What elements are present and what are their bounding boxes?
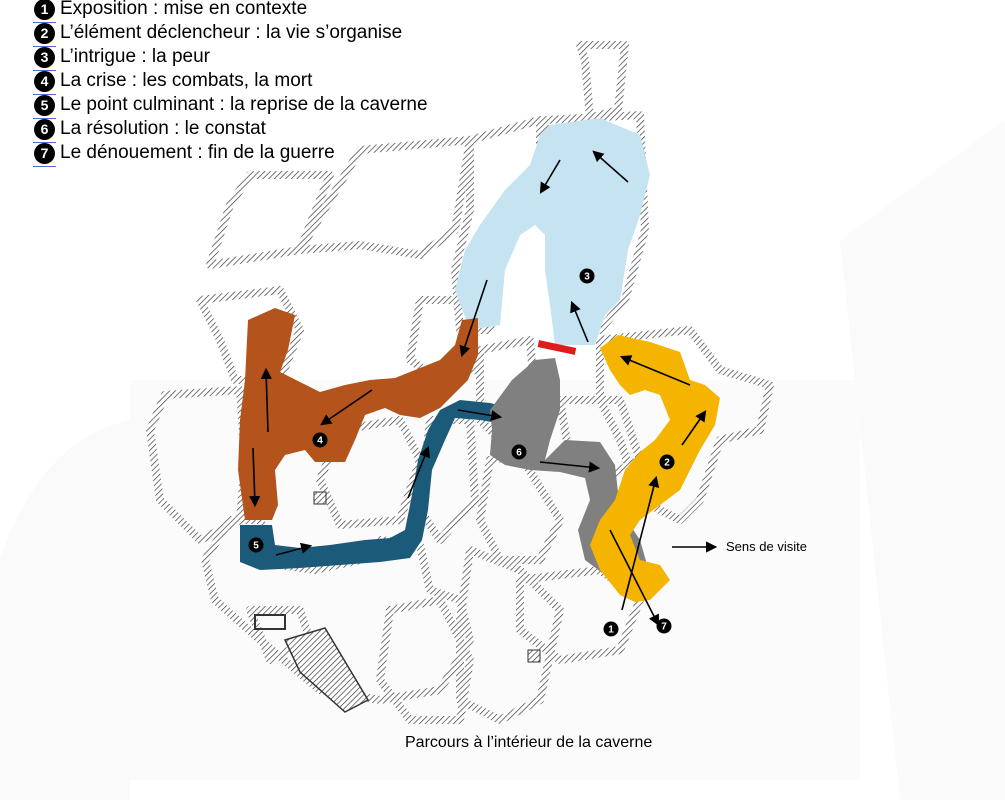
number-badge: 1 xyxy=(33,0,56,23)
zone-4-orange xyxy=(238,308,478,520)
marker-6: 6 xyxy=(511,444,527,460)
hatched-building xyxy=(254,491,541,713)
zone-red-bar xyxy=(537,340,577,355)
map-caption: Parcours à l’intérieur de la caverne xyxy=(405,734,653,751)
zone-3-light-blue xyxy=(455,118,650,345)
marker-4: 4 xyxy=(312,432,328,448)
number-badge: 4 xyxy=(33,70,56,95)
number-badge: 7 xyxy=(33,142,56,167)
legend-text: L’élément déclencheur : la vie s’organis… xyxy=(60,22,403,43)
legend-text: La crise : les combats, la mort xyxy=(60,70,313,91)
number-badge: 6 xyxy=(33,118,56,143)
legend-item-1: 1 Exposition : mise en contexte xyxy=(33,0,428,23)
legend-item-4: 4 La crise : les combats, la mort xyxy=(33,69,428,95)
legend-item-2: 2 L’élément déclencheur : la vie s’organ… xyxy=(33,21,428,47)
direction-arrows xyxy=(249,150,718,626)
svg-text:7: 7 xyxy=(661,622,667,633)
direction-label: Sens de visite xyxy=(726,539,807,554)
svg-text:2: 2 xyxy=(664,458,670,469)
legend-item-6: 6 La résolution : le constat xyxy=(33,117,428,143)
marker-5: 5 xyxy=(248,537,264,553)
legend-item-5: 5 Le point culminant : la reprise de la … xyxy=(33,93,428,119)
legend-item-7: 7 Le dénouement : fin de la guerre xyxy=(33,141,428,167)
legend-text: Exposition : mise en contexte xyxy=(60,0,308,19)
svg-text:5: 5 xyxy=(253,541,259,552)
zone-5-teal xyxy=(240,400,510,570)
marker-7: 7 xyxy=(656,618,672,634)
svg-text:3: 3 xyxy=(584,272,590,283)
zone-2-yellow xyxy=(590,335,720,602)
number-badge: 2 xyxy=(33,22,56,47)
marker-3: 3 xyxy=(579,268,595,284)
legend-text: Le dénouement : fin de la guerre xyxy=(60,142,335,163)
legend-text: La résolution : le constat xyxy=(60,118,266,139)
number-badge: 3 xyxy=(33,46,56,71)
zone-markers: 1 2 3 4 5 6 7 xyxy=(248,268,675,637)
number-badge: 5 xyxy=(33,94,56,119)
legend-text: Le point culminant : la reprise de la ca… xyxy=(60,94,428,115)
svg-text:6: 6 xyxy=(516,448,522,459)
marker-2: 2 xyxy=(659,454,675,470)
legend-text: L’intrigue : la peur xyxy=(60,46,210,67)
marker-1: 1 xyxy=(603,621,619,637)
svg-text:4: 4 xyxy=(317,436,323,447)
legend: 1 Exposition : mise en contexte 2 L’élém… xyxy=(33,0,428,167)
svg-text:1: 1 xyxy=(608,625,614,636)
legend-item-3: 3 L’intrigue : la peur xyxy=(33,45,428,71)
